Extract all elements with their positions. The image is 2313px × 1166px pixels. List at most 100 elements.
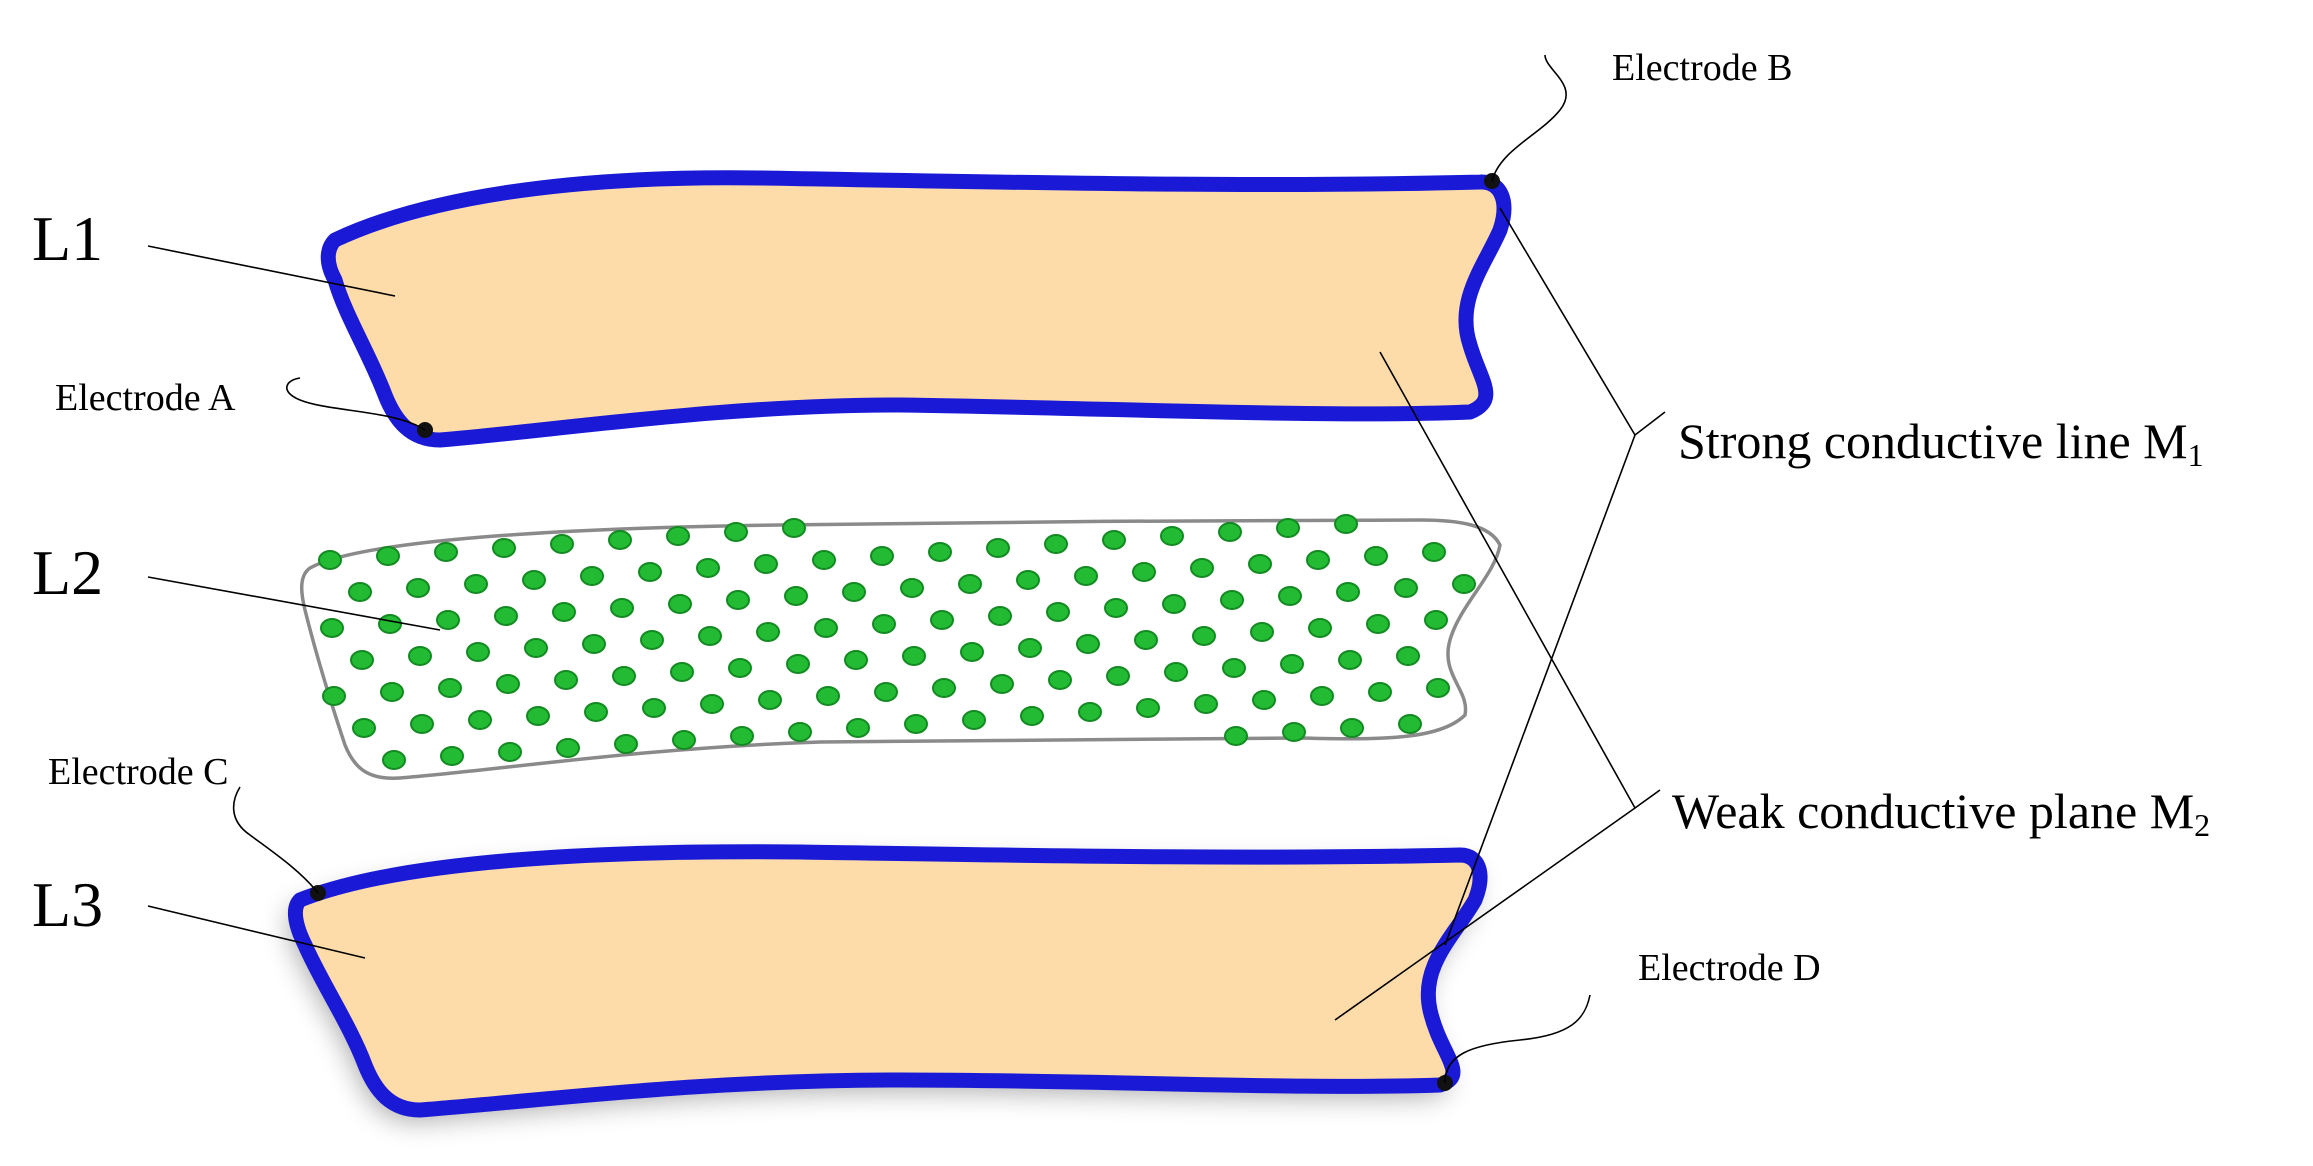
particle-dot: [1194, 694, 1218, 714]
layer-l2-label: L2: [32, 537, 103, 608]
particle-dot: [610, 598, 634, 618]
particle-dot: [1250, 622, 1274, 642]
particle-dot: [756, 622, 780, 642]
particle-dot: [1282, 722, 1306, 742]
weak-callout-subscript: 2: [2194, 807, 2210, 843]
particle-dot: [580, 566, 604, 586]
particle-dot: [874, 682, 898, 702]
particle-dot: [408, 646, 432, 666]
particle-dot: [1252, 690, 1276, 710]
particle-dot: [1424, 610, 1448, 630]
layer-l3-shape: [287, 844, 1488, 1118]
particle-dot: [1394, 578, 1418, 598]
particle-dot: [1398, 714, 1422, 734]
particle-dot: [526, 706, 550, 726]
particle-dot: [640, 630, 664, 650]
particle-dot: [696, 558, 720, 578]
particle-dot: [1306, 550, 1330, 570]
particle-dot: [1280, 654, 1304, 674]
particle-dot: [382, 750, 406, 770]
particle-dot: [554, 670, 578, 690]
layer-l1-label: L1: [32, 203, 103, 274]
particle-dot: [320, 618, 344, 638]
particle-dot: [782, 518, 806, 538]
particle-dot: [1220, 590, 1244, 610]
particle-dot: [1336, 582, 1360, 602]
layer-l1-shape: [320, 170, 1512, 448]
particle-dot: [1278, 586, 1302, 606]
particle-dot: [1334, 514, 1358, 534]
particle-dot: [1368, 682, 1392, 702]
particle-dot: [496, 674, 520, 694]
particle-dot: [1338, 650, 1362, 670]
layer-l2: [299, 514, 1502, 780]
particle-dot: [1016, 570, 1040, 590]
particle-dot: [1224, 726, 1248, 746]
strong-callout-leader: [1499, 207, 1666, 437]
particle-dot: [990, 674, 1014, 694]
particle-dot: [582, 634, 606, 654]
particle-dot: [322, 686, 346, 706]
electrode-d-label: Electrode D: [1638, 947, 1821, 989]
particle-dot: [438, 678, 462, 698]
electrode-c-label: Electrode C: [48, 751, 228, 793]
particle-dot: [1046, 602, 1070, 622]
particle-dot: [1076, 634, 1100, 654]
particle-dot: [1192, 626, 1216, 646]
strong-callout-leader-lower: [1444, 434, 1636, 946]
weak-callout-leader-lower: [1334, 807, 1636, 1021]
particle-dot: [932, 678, 956, 698]
electrode-b-label: Electrode B: [1612, 47, 1792, 89]
particle-dot: [816, 686, 840, 706]
particle-dot: [1136, 698, 1160, 718]
particle-dot: [468, 710, 492, 730]
particle-dot: [1018, 638, 1042, 658]
strong-callout-text: Strong conductive line M: [1678, 413, 2188, 469]
particle-dot: [958, 574, 982, 594]
particle-dot: [348, 582, 372, 602]
particle-dot: [524, 638, 548, 658]
particle-dot: [902, 646, 926, 666]
particle-dot: [1102, 530, 1126, 550]
particle-dot: [522, 570, 546, 590]
particle-dot: [612, 666, 636, 686]
particle-dot: [1422, 542, 1446, 562]
particle-dot: [1308, 618, 1332, 638]
particle-dot: [842, 582, 866, 602]
electrode-b-wire: [1491, 54, 1567, 182]
particle-dot: [754, 554, 778, 574]
strong-callout-subscript: 1: [2188, 437, 2204, 473]
particle-dot: [1366, 614, 1390, 634]
particle-field: [318, 514, 1476, 770]
particle-dot: [730, 726, 754, 746]
particle-dot: [1020, 706, 1044, 726]
particle-dot: [726, 590, 750, 610]
particle-dot: [1048, 670, 1072, 690]
particle-dot: [724, 522, 748, 542]
particle-dot: [728, 658, 752, 678]
particle-dot: [1104, 598, 1128, 618]
particle-dot: [784, 586, 808, 606]
particle-dot: [440, 746, 464, 766]
particle-dot: [1452, 574, 1476, 594]
particle-dot: [1426, 678, 1450, 698]
particle-dot: [1078, 702, 1102, 722]
electrode-a-label: Electrode A: [55, 377, 236, 419]
layer-l3: [287, 844, 1488, 1120]
particle-dot: [872, 614, 896, 634]
particle-dot: [614, 734, 638, 754]
particle-dot: [1340, 718, 1364, 738]
weak-callout-label: Weak conductive plane M2: [1672, 783, 2210, 843]
l3-leader: [147, 905, 366, 959]
particle-dot: [1364, 546, 1388, 566]
particle-dot: [700, 694, 724, 714]
particle-dot: [962, 710, 986, 730]
particle-dot: [436, 610, 460, 630]
particle-dot: [1074, 566, 1098, 586]
particle-dot: [960, 642, 984, 662]
particle-dot: [1134, 630, 1158, 650]
particle-dot: [1218, 522, 1242, 542]
l2-leader: [147, 576, 441, 631]
particle-dot: [1132, 562, 1156, 582]
